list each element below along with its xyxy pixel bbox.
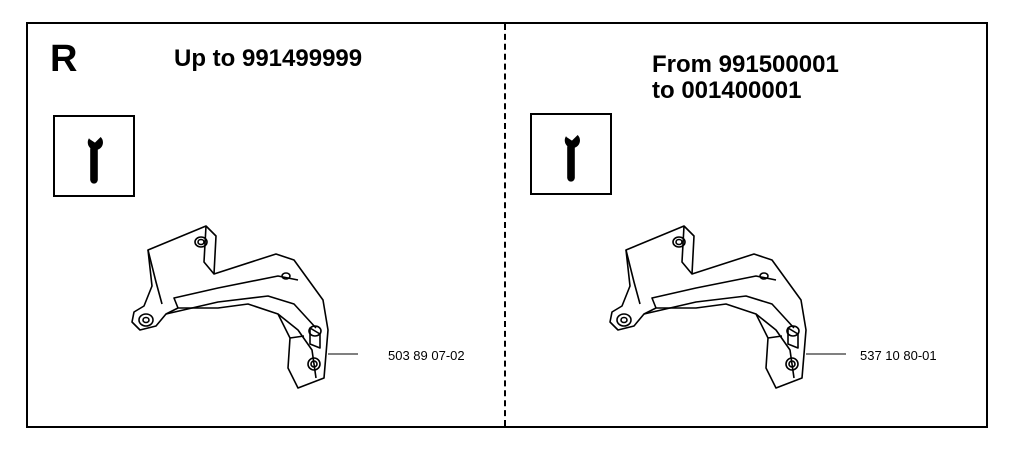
panel-divider — [504, 24, 506, 426]
guard-part-drawing — [131, 225, 358, 389]
guard-part-drawing — [609, 225, 846, 389]
service-info-wrench-icon — [53, 115, 135, 197]
right-panel-heading: From 991500001 to 001400001 — [652, 52, 839, 104]
right-part-number: 537 10 80-01 — [860, 348, 937, 363]
right-heading-line2: to 001400001 — [652, 77, 802, 104]
right-heading-line1: From 991500001 — [652, 51, 839, 78]
left-panel-heading: Up to 991499999 — [174, 46, 362, 72]
diagram-frame — [26, 22, 988, 428]
section-letter: R — [50, 38, 78, 80]
left-heading-line1: Up to 991499999 — [174, 45, 363, 72]
left-part-number: 503 89 07-02 — [388, 348, 465, 363]
service-info-wrench-icon — [530, 113, 612, 195]
